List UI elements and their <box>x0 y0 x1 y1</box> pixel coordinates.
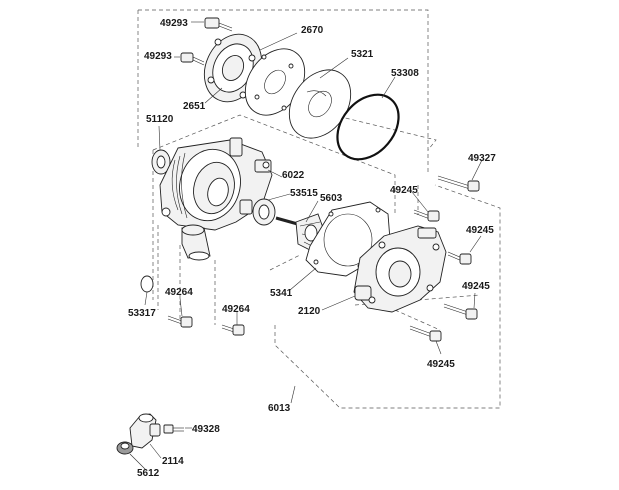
fitting-2114 <box>129 413 161 449</box>
callout-49245-c: 49245 <box>462 281 490 292</box>
callout-5321: 5321 <box>351 49 374 60</box>
callout-5612: 5612 <box>137 468 160 479</box>
bolt-49264-b <box>221 324 245 336</box>
bolt-49328 <box>163 424 184 434</box>
bolt-49245-c <box>443 303 478 320</box>
outlet-elbow <box>181 224 211 261</box>
o-ring-53317 <box>140 275 154 293</box>
callout-49245-a: 49245 <box>390 185 418 196</box>
bolt-49245-d <box>409 325 442 342</box>
callout-5341: 5341 <box>270 288 293 299</box>
callout-6022: 6022 <box>282 170 305 181</box>
callout-2120: 2120 <box>298 306 321 317</box>
callout-49245-b: 49245 <box>466 225 494 236</box>
callout-49327: 49327 <box>468 153 496 164</box>
callout-51120: 51120 <box>146 114 174 125</box>
bearing-53515 <box>252 198 276 226</box>
pump-housing-6022 <box>159 137 273 231</box>
callout-49293-top: 49293 <box>160 18 188 29</box>
bolt-49293-top <box>204 17 233 32</box>
callout-2670: 2670 <box>301 25 324 36</box>
group-outlines <box>137 9 501 409</box>
callout-53308: 53308 <box>391 68 419 79</box>
o-ring-53308 <box>336 93 400 161</box>
callout-49264-a: 49264 <box>165 287 193 298</box>
bolt-49264-a <box>167 315 193 328</box>
pump-body-2120 <box>353 225 447 313</box>
thermostat-5612 <box>116 441 134 455</box>
bolt-49245-b <box>447 251 472 265</box>
callout-53515: 53515 <box>290 188 318 199</box>
callout-53317: 53317 <box>128 308 156 319</box>
callout-49264-b: 49264 <box>222 304 250 315</box>
callout-49245-d: 49245 <box>427 359 455 370</box>
callout-49293-mid: 49293 <box>144 51 172 62</box>
callout-6013: 6013 <box>268 403 291 414</box>
bolt-49293-mid <box>180 52 205 66</box>
callout-49328: 49328 <box>192 424 220 435</box>
callout-labels: 49293 2670 49293 5321 53308 2651 51120 4… <box>128 18 496 479</box>
callout-5603: 5603 <box>320 193 343 204</box>
bolt-49327 <box>437 175 480 192</box>
callout-2651: 2651 <box>183 101 206 112</box>
callout-2114: 2114 <box>162 456 184 467</box>
leader-lines <box>129 21 483 471</box>
bolt-49245-a <box>413 209 440 222</box>
bearing-51120 <box>151 149 171 175</box>
